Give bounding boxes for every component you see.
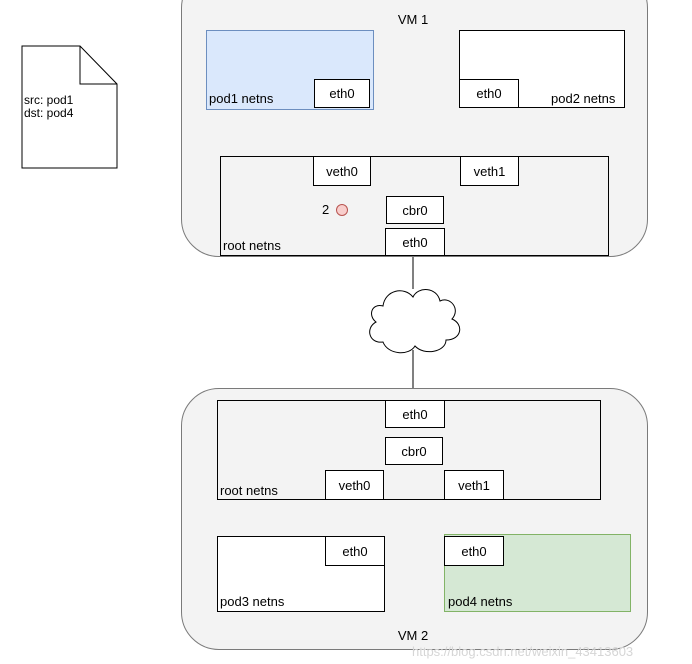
vm2-cbr0: cbr0: [385, 437, 443, 465]
pod2-netns-label: pod2 netns: [551, 91, 616, 106]
pod1-eth0: eth0: [314, 79, 370, 108]
vm1-root-netns-label: root netns: [223, 238, 281, 253]
vm1-eth0: eth0: [385, 228, 445, 256]
vm2-eth0: eth0: [385, 400, 445, 428]
vm2-root-netns-label: root netns: [220, 483, 278, 498]
vm1-veth1: veth1: [460, 156, 519, 186]
step-marker-label: 2: [322, 202, 330, 217]
vm2-title: VM 2: [397, 628, 429, 643]
watermark-text: https://blog.csdn.net/weixin_43413603: [412, 644, 634, 659]
pod3-eth0: eth0: [325, 536, 385, 566]
note-document-icon: [21, 45, 118, 169]
network-cloud-icon: [369, 289, 461, 354]
pod1-netns-label: pod1 netns: [209, 91, 274, 106]
vm2-veth0: veth0: [325, 470, 384, 500]
vm2-veth1: veth1: [444, 470, 504, 500]
vm1-veth0: veth0: [313, 156, 371, 186]
vm1-title: VM 1: [397, 12, 429, 27]
pod4-netns-label: pod4 netns: [448, 594, 513, 609]
note-text: src: pod1 dst: pod4: [24, 94, 73, 120]
note-fold: [79, 46, 117, 85]
vm1-cbr0: cbr0: [386, 196, 444, 224]
step-marker-dot: [336, 204, 348, 216]
pod4-eth0: eth0: [444, 536, 504, 566]
note-src: src: pod1: [24, 93, 74, 107]
pod2-eth0: eth0: [459, 79, 519, 108]
note-dst: dst: pod4: [24, 106, 74, 120]
pod3-netns-label: pod3 netns: [220, 594, 285, 609]
